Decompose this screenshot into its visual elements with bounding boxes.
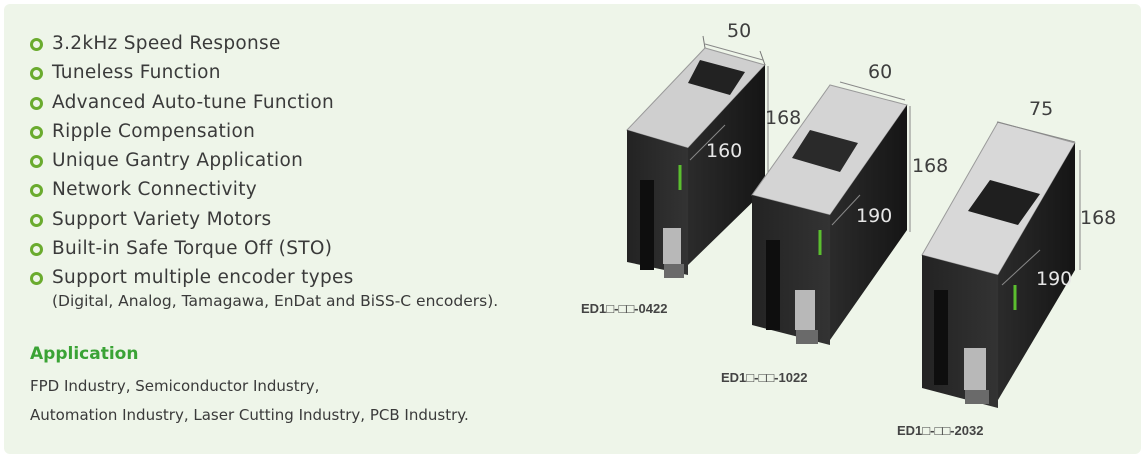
feature-item: Built-in Safe Torque Off (STO) [30, 235, 354, 264]
depth-dimension-1022: 190 [856, 205, 893, 227]
feature-item: Support Variety Motors [30, 206, 354, 235]
bullet-ring-icon [30, 38, 43, 51]
application-line-1: FPD Industry, Semiconductor Industry, [30, 377, 320, 395]
bullet-ring-icon [30, 243, 43, 257]
height-dimension-2032: 168 [1080, 207, 1117, 229]
feature-item: Tuneless Function [30, 59, 354, 88]
bullet-ring-icon [30, 125, 43, 139]
feature-item: Unique Gantry Application [30, 147, 354, 176]
bullet-ring-icon [30, 155, 43, 169]
application-title: Application [30, 344, 139, 364]
feature-item: Advanced Auto-tune Function [30, 89, 354, 118]
encoder-note: (Digital, Analog, Tamagawa, EnDat and Bi… [52, 292, 499, 310]
feature-item: Support multiple encoder types [30, 264, 354, 293]
width-dimension-0422: 50 [727, 20, 752, 42]
bullet-ring-icon [30, 96, 43, 110]
feature-item: Ripple Compensation [30, 118, 354, 147]
feature-item: Network Connectivity [30, 176, 354, 205]
application-line-2: Automation Industry, Laser Cutting Indus… [30, 406, 469, 424]
width-dimension-2032: 75 [1029, 98, 1054, 120]
bullet-ring-icon [30, 213, 43, 227]
height-dimension-0422: 168 [765, 107, 802, 129]
depth-dimension-0422: 160 [706, 140, 743, 162]
bullet-ring-icon [30, 67, 43, 81]
feature-list: 3.2kHz Speed Response Tuneless Function … [30, 30, 354, 294]
model-label-2032: ED1□-□□-2032 [897, 423, 984, 438]
feature-item: 3.2kHz Speed Response [30, 30, 354, 59]
bullet-ring-icon [30, 184, 43, 198]
bullet-ring-icon [30, 272, 43, 286]
depth-dimension-2032: 190 [1036, 268, 1073, 290]
servo-drive-1022-image [751, 81, 911, 345]
servo-drive-2032-image [921, 121, 1081, 408]
width-dimension-1022: 60 [868, 61, 893, 83]
servo-drive-0422-image [626, 35, 769, 278]
model-label-1022: ED1□-□□-1022 [721, 370, 808, 385]
height-dimension-1022: 168 [912, 155, 949, 177]
model-label-0422: ED1□-□□-0422 [581, 301, 668, 316]
